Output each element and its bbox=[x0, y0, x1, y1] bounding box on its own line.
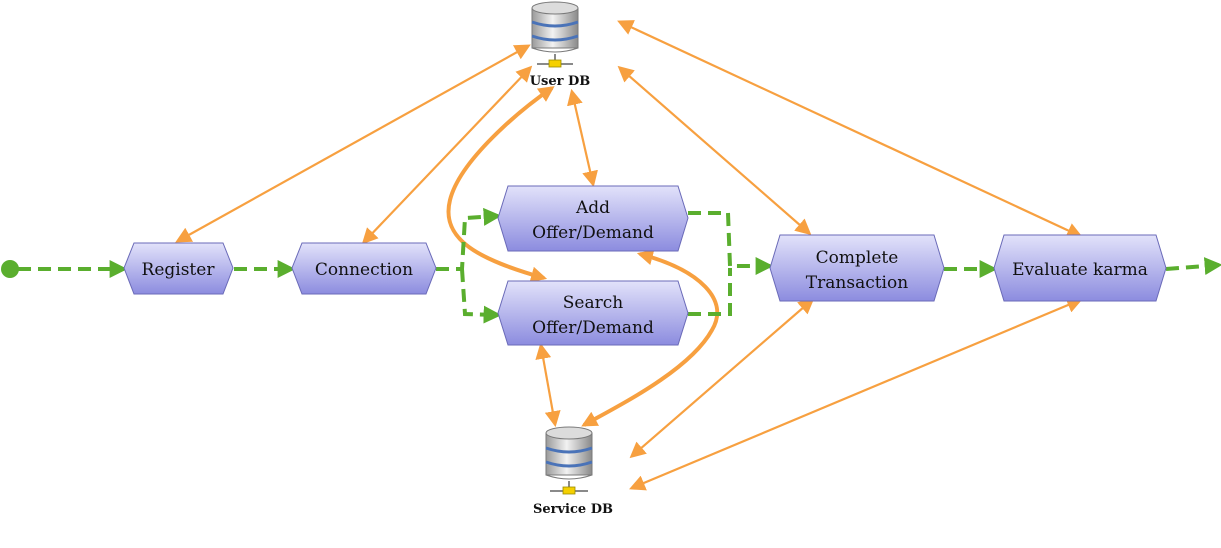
register-label: Register bbox=[142, 260, 216, 280]
link-add-userdb bbox=[567, 88, 598, 188]
search-label-line2: Offer/Demand bbox=[532, 318, 654, 338]
data-links bbox=[175, 20, 1083, 491]
add-label-line1: Add bbox=[575, 198, 610, 218]
search-label-line1: Search bbox=[563, 293, 623, 313]
flow-evaluate-end bbox=[1165, 257, 1221, 276]
flow-add-complete bbox=[688, 211, 774, 275]
flow-search-complete bbox=[688, 268, 732, 316]
user-db-label: User DB bbox=[530, 74, 591, 89]
evaluate-label: Evaluate karma bbox=[1012, 260, 1148, 280]
process-evaluate-karma[interactable]: Evaluate karma bbox=[993, 234, 1167, 302]
complete-label-line1: Complete bbox=[816, 248, 899, 268]
connection-label: Connection bbox=[315, 260, 413, 280]
link-register-userdb bbox=[175, 44, 531, 243]
flow-connection-search bbox=[460, 268, 502, 324]
process-complete-transaction[interactable]: Complete Transaction bbox=[769, 234, 945, 302]
process-flow bbox=[18, 207, 1221, 324]
process-register[interactable]: Register bbox=[123, 242, 234, 295]
curve-search-userdb bbox=[446, 86, 555, 283]
process-search-offer-demand[interactable]: Search Offer/Demand bbox=[497, 280, 689, 346]
start-node bbox=[1, 260, 19, 278]
link-evaluate-userdb bbox=[617, 20, 1083, 238]
database-icon bbox=[545, 426, 593, 495]
curve-add-servicedb bbox=[581, 249, 720, 427]
database-icon bbox=[531, 1, 579, 68]
link-search-servicedb bbox=[535, 342, 561, 428]
link-connection-userdb bbox=[361, 65, 533, 245]
add-label-line2: Offer/Demand bbox=[532, 223, 654, 243]
process-connection[interactable]: Connection bbox=[291, 242, 437, 295]
flow-connection-add bbox=[436, 207, 502, 271]
thick-links bbox=[446, 86, 720, 427]
link-evaluate-servicedb bbox=[629, 297, 1083, 491]
user-db[interactable]: User DB bbox=[530, 1, 591, 89]
complete-label-line2: Transaction bbox=[806, 273, 908, 293]
service-db[interactable]: Service DB bbox=[533, 426, 613, 517]
process-add-offer-demand[interactable]: Add Offer/Demand bbox=[497, 185, 689, 252]
service-db-label: Service DB bbox=[533, 502, 613, 517]
